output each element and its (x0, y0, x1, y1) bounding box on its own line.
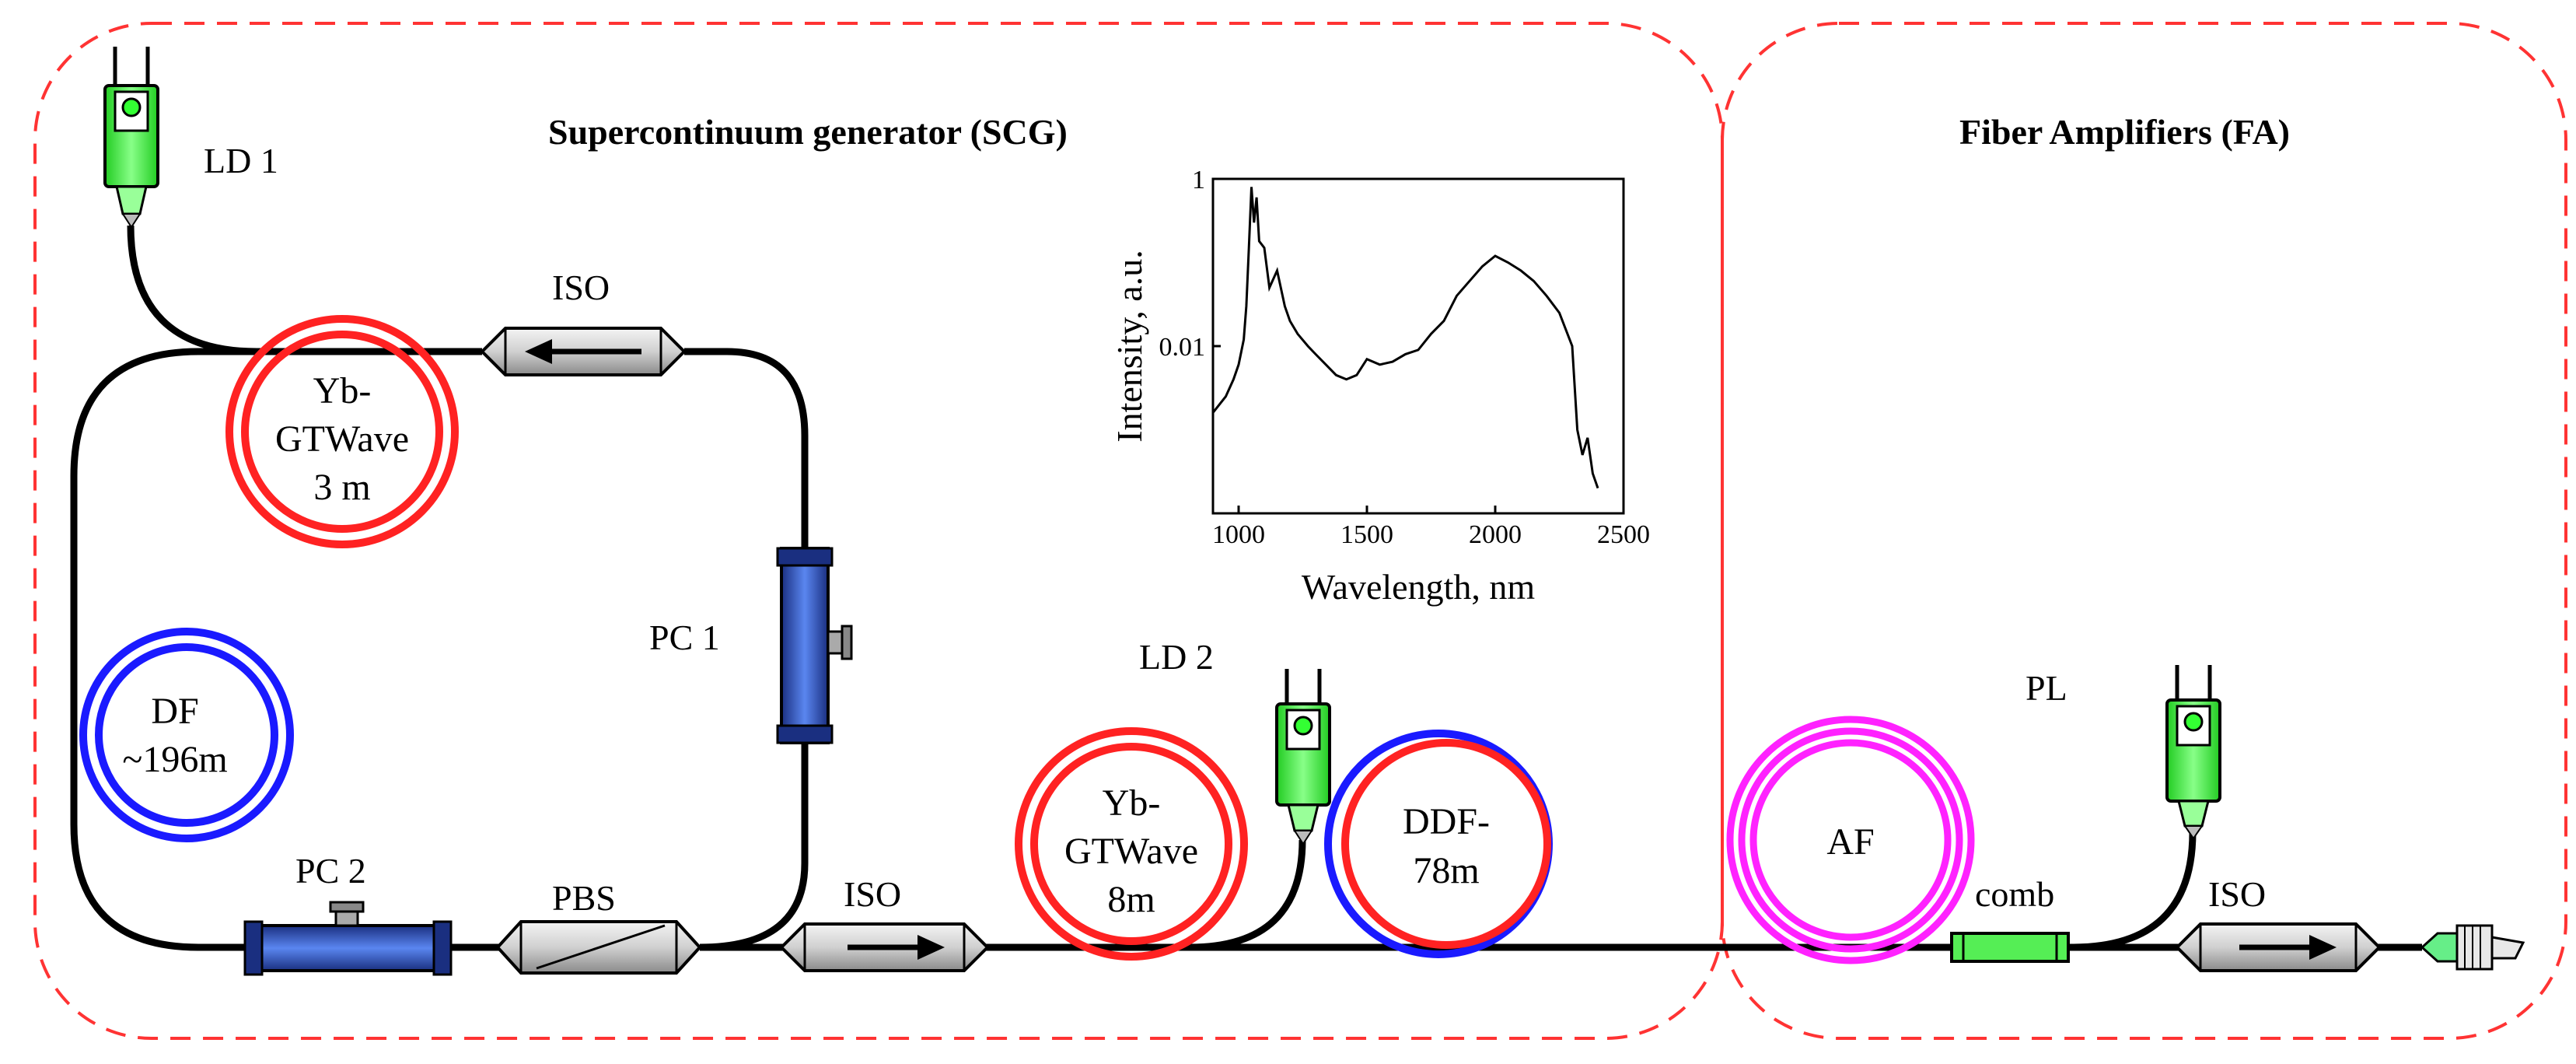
spectrum-series-line (1211, 187, 1599, 489)
output-fiber-connector-icon (2420, 924, 2525, 971)
ddf-label-line2: 78m (1413, 850, 1479, 891)
iso-top-label: ISO (552, 268, 610, 307)
pbs-label: PBS (552, 878, 616, 918)
yb1-coil (225, 315, 459, 548)
yb1-label-line3: 3 m (313, 467, 370, 508)
ld2-fiber (1189, 839, 1306, 951)
pc2-polarization-controller-icon (243, 901, 453, 976)
yb2-coil (1015, 727, 1248, 961)
comb-label: comb (1975, 874, 2054, 914)
pl-laser-diode-icon (2165, 665, 2221, 840)
pc1-polarization-controller-icon (776, 547, 853, 744)
df-label-line1: DF (151, 691, 198, 732)
ld1-label: LD 1 (204, 141, 278, 180)
iso-mid-label: ISO (844, 874, 901, 914)
yb1-label-line1: Yb- (313, 370, 372, 411)
pbs-icon (495, 920, 702, 975)
df-coil (79, 628, 294, 842)
ring-cavity-fiber (70, 348, 482, 951)
iso-top-isolator-icon (480, 327, 687, 376)
spectrum-chart: 1000 1500 2000 2500 1 0.01 Wavelength, nm Int… (1110, 166, 1650, 607)
pl-label: PL (2025, 668, 2067, 708)
pl-fiber (2071, 831, 2197, 951)
x-tick-label: 1500 (1340, 520, 1393, 549)
chart-ylabel: Intensity, a.u. (1110, 250, 1149, 442)
x-tick-label: 1000 (1212, 520, 1265, 549)
ddf-label-line1: DDF- (1403, 801, 1490, 842)
af-coil (1726, 716, 1975, 964)
comb-combiner-icon (1950, 932, 2070, 963)
pc2-label: PC 2 (295, 851, 366, 891)
ddf-coil (1324, 730, 1553, 958)
yb2-label-line2: GTWave (1064, 831, 1198, 872)
iso-right-isolator-icon (2175, 922, 2382, 972)
fiber-paths (70, 225, 2422, 951)
ld1-laser-diode-icon (103, 47, 159, 229)
pc1-label: PC 1 (649, 618, 720, 657)
y-tick-label: 1 (1192, 166, 1205, 194)
af-label: AF (1826, 821, 1874, 863)
scg-title: Supercontinuum generator (SCG) (548, 112, 1068, 152)
iso-right-label: ISO (2208, 874, 2266, 914)
x-tick-label: 2500 (1597, 520, 1650, 549)
df-label-line2: ~196m (122, 739, 227, 780)
pc1-pbs-fiber (699, 739, 809, 951)
iso-mid-isolator-icon (779, 922, 990, 972)
ld2-label: LD 2 (1139, 637, 1214, 677)
y-tick-label: 0.01 (1159, 333, 1206, 362)
yb2-label-line1: Yb- (1103, 782, 1161, 824)
chart-axes: 1000 1500 2000 2500 1 0.01 (1159, 166, 1651, 549)
yb1-label-line2: GTWave (275, 418, 409, 460)
ld2-laser-diode-icon (1275, 669, 1331, 845)
ld1-fiber (127, 225, 257, 355)
chart-plot-frame (1211, 177, 1625, 515)
x-tick-label: 2000 (1469, 520, 1522, 549)
fa-section-border (1721, 22, 2567, 1040)
pc1-fiber (684, 348, 809, 552)
fa-title: Fiber Amplifiers (FA) (1959, 112, 2290, 152)
chart-xlabel: Wavelength, nm (1302, 567, 1536, 607)
yb2-label-line3: 8m (1107, 879, 1155, 920)
